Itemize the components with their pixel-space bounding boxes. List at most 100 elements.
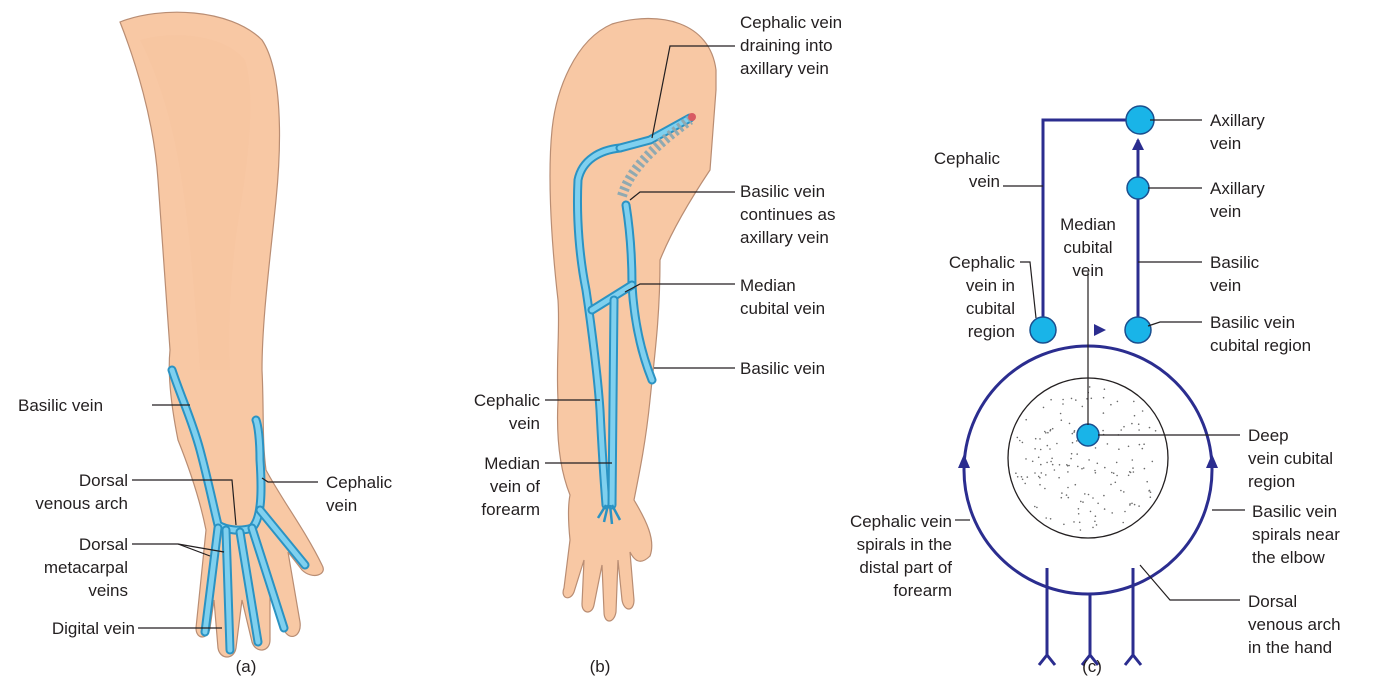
stipple-dot [1134,504,1136,506]
stipple-dot [1017,437,1019,439]
stipple-dot [1034,506,1036,508]
stipple-dot [1032,461,1034,463]
stipple-dot [1022,442,1024,444]
stipple-dot [1061,419,1063,421]
label-line: region [1248,472,1295,491]
label-line: vein [969,172,1000,191]
stipple-dot [1129,471,1131,473]
stipple-dot [1094,470,1096,472]
panel-c-arrow-basilic [1132,138,1144,150]
stipple-dot [1110,404,1112,406]
stipple-dot [1050,518,1052,520]
label-line: Basilic vein [18,396,103,415]
stipple-dot [1040,464,1042,466]
panel-c-arrow-ring-top [1094,324,1106,336]
stipple-dot [1129,503,1131,505]
stipple-dot [1138,505,1140,507]
label-line: Median [740,276,796,295]
label-line: Median [484,454,540,473]
stipple-dot [1080,501,1082,503]
stipple-dot [1067,487,1069,489]
stipple-dot [1067,465,1069,467]
stipple-dot [1071,453,1073,455]
stipple-dot [1149,490,1151,492]
stipple-dot [1062,399,1064,401]
stipple-dot [1044,431,1046,433]
stipple-dot [1133,471,1135,473]
stipple-dot [1097,503,1099,505]
stipple-dot [1047,445,1049,447]
label-line: vein in [966,276,1015,295]
stipple-dot [1019,440,1021,442]
label-line: distal part of [859,558,952,577]
stipple-dot [1036,507,1038,509]
label-line: Cephalic vein [740,13,842,32]
label-b-cephalic-axillary: Cephalic veindraining intoaxillary vein [740,13,842,78]
label-line: vein cubital [1248,449,1333,468]
stipple-dot [1056,443,1058,445]
caption-panel-a: (a) [236,657,257,676]
stipple-dot [1131,423,1133,425]
stipple-dot [1071,398,1073,400]
stipple-dot [1039,484,1041,486]
stipple-dot [1088,494,1090,496]
panel-c-node-cephalic-cubital [1030,317,1056,343]
stipple-dot [1025,419,1027,421]
stipple-dot [1110,484,1112,486]
stipple-dot [1041,472,1043,474]
stipple-dot [1047,432,1049,434]
stipple-dot [1095,515,1097,517]
label-line: venous arch [35,494,128,513]
stipple-dot [1103,412,1105,414]
stipple-dot [1107,443,1109,445]
stipple-dot [1095,472,1097,474]
label-line: Basilic [1210,253,1260,272]
stipple-dot [1052,464,1054,466]
stipple-dot [1120,490,1122,492]
stipple-dot [1111,472,1113,474]
stipple-dot [1092,497,1094,499]
stipple-dot [1078,513,1080,515]
caption-panel-c: (c) [1082,657,1102,676]
stipple-dot [1067,471,1069,473]
panel-c-digital-lines [1039,568,1141,665]
label-line: cubital [1063,238,1112,257]
label-c-deep: Deepvein cubitalregion [1248,426,1333,491]
panel-c-arrow-left [958,454,970,468]
stipple-dot [1075,399,1077,401]
stipple-dot [1022,479,1024,481]
stipple-dot [1039,477,1041,479]
label-line: veins [88,581,128,600]
stipple-dot [1024,483,1026,485]
stipple-dot [1017,476,1019,478]
label-line: vein [1210,134,1241,153]
label-c-median-cubital: Mediancubitalvein [1060,215,1116,280]
stipple-dot [1034,448,1036,450]
label-line: Dorsal [79,471,128,490]
stipple-dot [1082,501,1084,503]
stipple-dot [1043,407,1045,409]
stipple-dot [1133,401,1135,403]
label-line: vein [1210,276,1241,295]
label-line: Digital vein [52,619,135,638]
stipple-dot [1092,527,1094,529]
label-line: vein [326,496,357,515]
label-line: Axillary [1210,179,1265,198]
stipple-dot [1104,508,1106,510]
stipple-dot [1132,467,1134,469]
stipple-dot [1123,426,1125,428]
panel-b-cut-end [688,113,696,121]
stipple-dot [1088,459,1090,461]
label-c-cephalic-spirals: Cephalic veinspirals in thedistal part o… [850,512,952,600]
stipple-dot [1128,475,1130,477]
stipple-dot [1142,448,1144,450]
label-line: spirals near [1252,525,1340,544]
stipple-dot [1150,491,1152,493]
panel-a-arm [120,12,323,657]
stipple-dot [1015,472,1017,474]
label-line: metacarpal [44,558,128,577]
